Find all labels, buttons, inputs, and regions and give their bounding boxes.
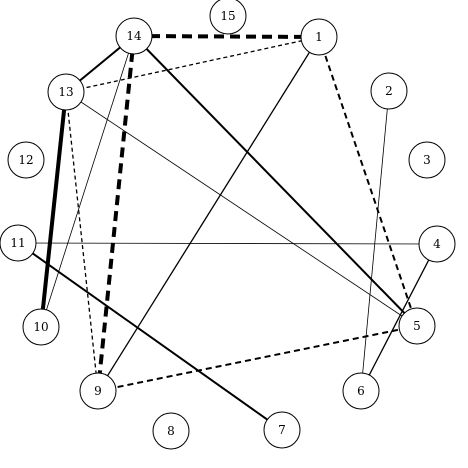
edge-1-9	[97, 36, 320, 392]
node-11: 11	[0, 224, 37, 262]
node-circle	[408, 141, 446, 179]
node-label: 6	[357, 384, 365, 398]
edge-14-5	[133, 35, 418, 327]
edge-11-7	[17, 242, 283, 431]
edge-4-6	[360, 243, 438, 392]
edge-layer	[17, 34, 438, 431]
node-label: 5	[413, 319, 421, 333]
node-3: 3	[408, 141, 446, 179]
node-circle	[398, 307, 436, 345]
node-1: 1	[300, 18, 338, 56]
node-circle	[79, 372, 117, 410]
node-circle	[263, 411, 301, 449]
edge-14-10	[40, 35, 135, 328]
edge-9-5	[97, 325, 418, 392]
node-label: 3	[423, 153, 431, 167]
node-circle	[0, 224, 37, 262]
node-circle	[47, 73, 85, 111]
edge-13-10	[39, 91, 68, 328]
node-9: 9	[79, 372, 117, 410]
node-label: 15	[220, 9, 235, 23]
node-12: 12	[7, 141, 45, 179]
edge-11-4	[17, 242, 438, 245]
node-label: 4	[433, 237, 441, 251]
node-7: 7	[263, 411, 301, 449]
node-label: 7	[278, 423, 286, 437]
edge-1-5	[318, 36, 418, 327]
node-circle	[300, 18, 338, 56]
edge-14-9	[96, 35, 136, 392]
edge-2-6	[360, 90, 390, 392]
edge-13-1	[65, 36, 320, 93]
node-label: 12	[18, 153, 33, 167]
node-label: 14	[126, 29, 142, 43]
node-label: 2	[385, 84, 393, 98]
node-circle	[418, 225, 456, 263]
edge-14-1	[133, 34, 320, 39]
node-14: 14	[115, 17, 153, 55]
node-circle	[370, 72, 408, 110]
node-circle	[152, 412, 190, 450]
node-2: 2	[370, 72, 408, 110]
node-4: 4	[418, 225, 456, 263]
node-circle	[115, 17, 153, 55]
node-10: 10	[22, 308, 60, 346]
node-label: 13	[58, 85, 73, 99]
node-circle	[342, 372, 380, 410]
edge-13-9	[65, 91, 99, 392]
node-circle	[7, 141, 45, 179]
node-5: 5	[398, 307, 436, 345]
node-label: 9	[94, 384, 102, 398]
node-13: 13	[47, 73, 85, 111]
node-label: 8	[167, 424, 175, 438]
node-label: 11	[10, 236, 25, 250]
node-6: 6	[342, 372, 380, 410]
node-circle	[22, 308, 60, 346]
node-circle	[209, 0, 247, 35]
node-label: 1	[315, 30, 323, 44]
node-8: 8	[152, 412, 190, 450]
node-15: 15	[209, 0, 247, 35]
node-label: 10	[33, 320, 48, 334]
edge-13-5	[65, 91, 418, 327]
